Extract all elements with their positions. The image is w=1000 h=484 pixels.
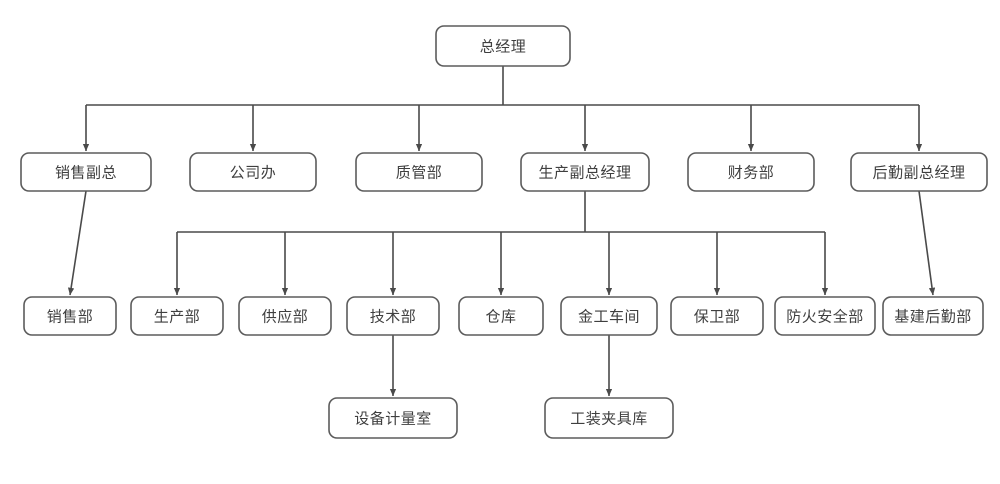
node-label: 保卫部 xyxy=(694,308,741,326)
org-node-n11[interactable]: 仓库 xyxy=(458,296,544,336)
org-node-n12[interactable]: 金工车间 xyxy=(560,296,658,336)
org-node-n9[interactable]: 供应部 xyxy=(238,296,332,336)
node-label: 财务部 xyxy=(728,164,775,182)
org-node-n6[interactable]: 后勤副总经理 xyxy=(850,152,988,192)
node-box[interactable] xyxy=(435,25,571,67)
node-label: 生产副总经理 xyxy=(538,164,631,182)
node-box[interactable] xyxy=(458,296,544,336)
node-box[interactable] xyxy=(328,397,458,439)
node-box[interactable] xyxy=(189,152,317,192)
org-node-n8[interactable]: 生产部 xyxy=(130,296,224,336)
org-node-n17[interactable]: 工装夹具库 xyxy=(544,397,674,439)
node-box[interactable] xyxy=(774,296,876,336)
connector-n1-n7 xyxy=(67,190,87,296)
org-node-n10[interactable]: 技术部 xyxy=(346,296,440,336)
node-label: 销售部 xyxy=(47,308,94,326)
node-box[interactable] xyxy=(346,296,440,336)
node-box[interactable] xyxy=(20,152,152,192)
node-label: 后勤副总经理 xyxy=(872,164,965,182)
node-label: 质管部 xyxy=(396,164,443,182)
node-label: 工装夹具库 xyxy=(570,410,648,428)
node-box[interactable] xyxy=(238,296,332,336)
org-node-n15[interactable]: 基建后勤部 xyxy=(882,296,984,336)
node-label: 基建后勤部 xyxy=(894,308,972,326)
node-label: 销售副总 xyxy=(55,164,117,182)
node-label: 供应部 xyxy=(262,308,309,326)
org-node-n4[interactable]: 生产副总经理 xyxy=(520,152,650,192)
org-node-n5[interactable]: 财务部 xyxy=(687,152,815,192)
org-node-n13[interactable]: 保卫部 xyxy=(670,296,764,336)
node-box[interactable] xyxy=(882,296,984,336)
org-node-n7[interactable]: 销售部 xyxy=(23,296,117,336)
org-node-n14[interactable]: 防火安全部 xyxy=(774,296,876,336)
node-box[interactable] xyxy=(850,152,988,192)
node-box[interactable] xyxy=(670,296,764,336)
node-label: 设备计量室 xyxy=(354,410,432,428)
node-box[interactable] xyxy=(560,296,658,336)
node-label: 仓库 xyxy=(485,308,516,326)
connector-bus-n4 xyxy=(173,191,829,296)
node-label: 公司办 xyxy=(230,164,277,182)
node-box[interactable] xyxy=(520,152,650,192)
node-box[interactable] xyxy=(687,152,815,192)
connector-bus-n0 xyxy=(82,66,923,152)
node-label: 防火安全部 xyxy=(786,308,864,326)
connector-layer xyxy=(67,66,936,397)
node-label: 金工车间 xyxy=(578,308,640,326)
org-node-n0[interactable]: 总经理 xyxy=(435,25,571,67)
node-label: 技术部 xyxy=(370,308,417,326)
node-box[interactable] xyxy=(130,296,224,336)
node-box[interactable] xyxy=(544,397,674,439)
node-box[interactable] xyxy=(355,152,483,192)
connector-n6-n15 xyxy=(918,190,936,296)
org-node-n16[interactable]: 设备计量室 xyxy=(328,397,458,439)
org-node-n1[interactable]: 销售副总 xyxy=(20,152,152,192)
node-label: 总经理 xyxy=(480,38,527,56)
org-node-n3[interactable]: 质管部 xyxy=(355,152,483,192)
org-node-n2[interactable]: 公司办 xyxy=(189,152,317,192)
node-box[interactable] xyxy=(23,296,117,336)
node-label: 生产部 xyxy=(154,308,201,326)
